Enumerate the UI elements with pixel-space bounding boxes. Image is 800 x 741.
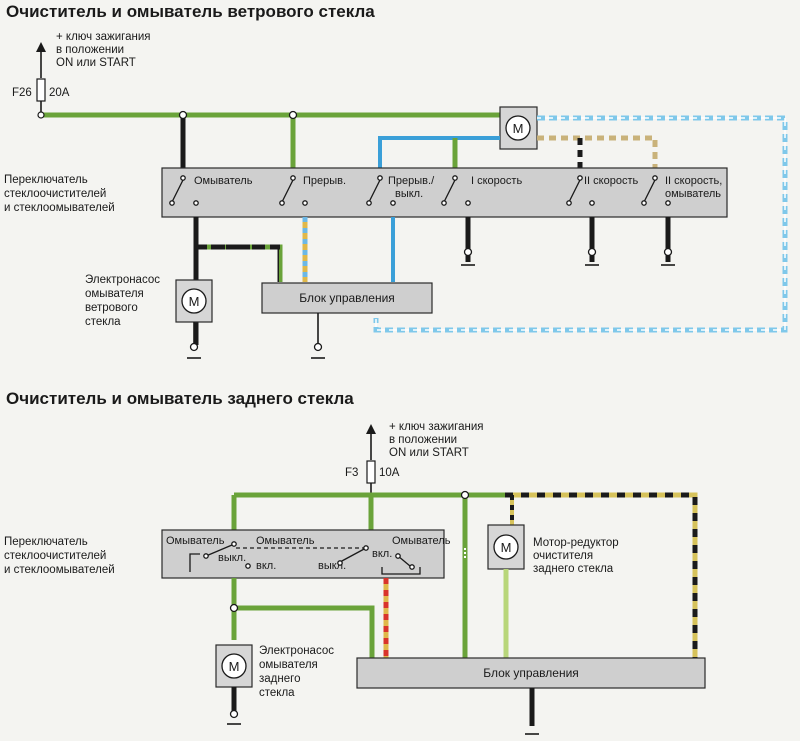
front-pos-speed1: I скорость bbox=[471, 175, 522, 187]
front-motor-symbol: M bbox=[513, 121, 524, 136]
rear-pos-washer-2: Омыватель bbox=[256, 535, 315, 547]
front-ground-points bbox=[461, 247, 675, 266]
front-ignition-arrow bbox=[36, 42, 46, 78]
front-switch-label-2: стеклоочистителей bbox=[4, 188, 106, 200]
front-pos-interval-off-1: Прерыв./ bbox=[388, 175, 435, 187]
rear-pos-washer-3: Омыватель bbox=[392, 535, 451, 547]
front-pos-interval: Прерыв. bbox=[303, 175, 346, 187]
rear-washer-pump bbox=[215, 644, 253, 725]
front-fuse-id: F26 bbox=[12, 87, 32, 99]
front-switch-contacts bbox=[169, 175, 671, 206]
front-control-unit-label: Блок управления bbox=[299, 291, 395, 305]
front-wire-washer-to-unit bbox=[196, 244, 283, 282]
front-ignition-line3: ON или START bbox=[56, 57, 136, 69]
front-wire-park-signal bbox=[373, 115, 788, 333]
rear-pos-on-2: вкл. bbox=[372, 548, 392, 560]
rear-motor-label-3: заднего стекла bbox=[533, 563, 614, 575]
front-section: Очиститель и омыватель ветрового стекла … bbox=[4, 2, 788, 359]
rear-fuse-rating: 10A bbox=[379, 467, 400, 479]
front-ignition-line1: + ключ зажигания bbox=[56, 31, 150, 43]
front-wire-speed2-washer bbox=[537, 135, 658, 170]
rear-switch-contacts bbox=[189, 541, 421, 575]
rear-pos-off-1: выкл. bbox=[218, 552, 246, 564]
front-pump-label-4: стекла bbox=[85, 316, 121, 328]
rear-title: Очиститель и омыватель заднего стекла bbox=[6, 389, 354, 408]
rear-switch-label-3: и стеклоомывателей bbox=[4, 564, 115, 576]
rear-wire-park bbox=[505, 492, 698, 660]
front-pos-interval-off-2: выкл. bbox=[395, 188, 423, 200]
rear-ignition-line2: в положении bbox=[389, 434, 457, 446]
rear-fuse-id: F3 bbox=[345, 467, 358, 479]
rear-pump-label-3: заднего bbox=[259, 673, 300, 685]
rear-wiper-motor bbox=[487, 524, 525, 570]
front-switch-label-1: Переключатель bbox=[4, 174, 88, 186]
front-washer-pump bbox=[175, 279, 213, 359]
rear-ignition-line3: ON или START bbox=[389, 447, 469, 459]
front-pump-label-2: омывателя bbox=[85, 288, 144, 300]
rear-ignition-line1: + ключ зажигания bbox=[389, 421, 483, 433]
front-ignition-line2: в положении bbox=[56, 44, 124, 56]
front-title: Очиститель и омыватель ветрового стекла bbox=[6, 2, 375, 21]
front-pos-speed2-washer-2: омыватель bbox=[665, 188, 721, 200]
front-pos-washer: Омыватель bbox=[194, 175, 253, 187]
front-pos-speed2-washer-1: II скорость, bbox=[665, 175, 722, 187]
rear-ignition-arrow bbox=[366, 424, 376, 460]
front-wiper-motor bbox=[499, 106, 538, 150]
rear-pump-label-1: Электронасос bbox=[259, 645, 334, 657]
front-switch-box bbox=[161, 167, 728, 218]
rear-pump-symbol: M bbox=[229, 659, 240, 674]
rear-pump-label-2: омывателя bbox=[259, 659, 318, 671]
rear-motor-label-1: Мотор-редуктор bbox=[533, 537, 619, 549]
front-pos-speed2: II скорость bbox=[584, 175, 638, 187]
rear-fuse bbox=[366, 460, 376, 495]
front-pump-label-1: Электронасос bbox=[85, 274, 160, 286]
rear-motor-symbol: M bbox=[501, 540, 512, 555]
front-wire-park-return bbox=[378, 136, 500, 170]
rear-section: Очиститель и омыватель заднего стекла + … bbox=[4, 389, 706, 735]
front-pump-label-3: ветрового bbox=[85, 302, 138, 314]
rear-pump-label-4: стекла bbox=[259, 687, 295, 699]
rear-switch-label-1: Переключатель bbox=[4, 536, 88, 548]
front-fuse-rating: 20A bbox=[49, 87, 70, 99]
front-fuse bbox=[36, 78, 46, 114]
rear-motor-label-2: очистителя bbox=[533, 550, 593, 562]
front-control-unit bbox=[261, 282, 433, 314]
rear-control-unit-label: Блок управления bbox=[483, 666, 579, 680]
rear-wire-pump-to-unit bbox=[234, 605, 375, 660]
front-switch-label-3: и стеклоомывателей bbox=[4, 202, 115, 214]
rear-switch-label-2: стеклоочистителей bbox=[4, 550, 106, 562]
front-pump-symbol: M bbox=[189, 294, 200, 309]
rear-pos-on-1: вкл. bbox=[256, 560, 276, 572]
rear-pos-washer-1: Омыватель bbox=[166, 535, 225, 547]
